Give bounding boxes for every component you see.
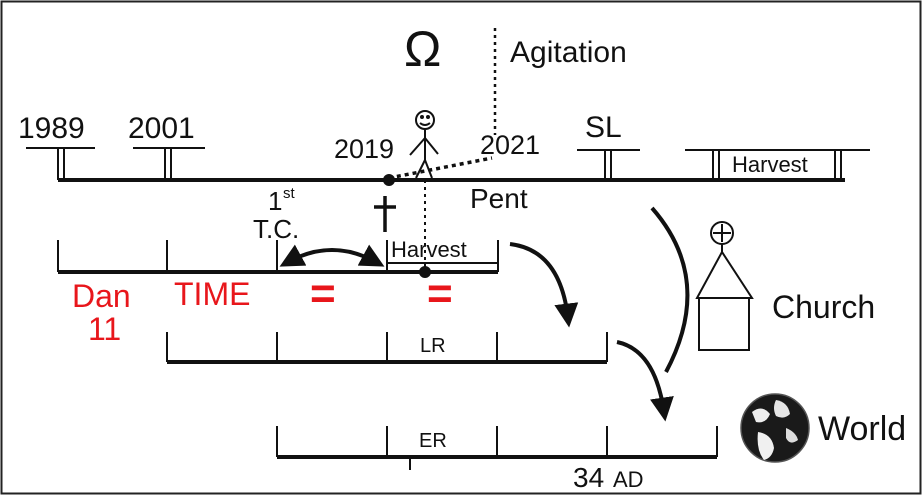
tc-label: T.C. [253,214,299,244]
ad-label: AD [613,467,644,492]
ad-number-label: 34 [573,462,604,493]
marker-harvest-top [685,149,870,180]
curved-arrow-icon-large [650,206,690,373]
first-number: 1 [268,186,282,216]
agitation-label: Agitation [510,36,627,69]
curved-arrow-icon-er [616,340,674,422]
er-label: ER [419,430,447,452]
curved-arrow-icon-lr [509,242,579,328]
year-2019-label: 2019 [334,134,394,164]
double-arrow-icon [279,244,385,267]
sl-label: SL [585,111,622,144]
point-mid [419,266,431,278]
marker-1989 [26,147,95,180]
dotted-link-2019-2021 [388,156,493,180]
year-2021-label: 2021 [480,130,540,160]
church-label: Church [772,289,875,325]
omega-symbol: Ω [404,21,441,77]
equals-1: = [310,269,336,318]
pent-label: Pent [470,183,528,214]
equals-2: = [427,269,453,318]
lr-label: LR [420,335,446,357]
cross-icon [374,196,396,232]
dan-label: Dan [72,278,131,314]
world-label: World [818,410,906,448]
first-superscript: st [283,185,296,202]
harvest-top-label: Harvest [732,152,808,177]
time-label: TIME [174,276,250,312]
lr-timeline [166,332,608,364]
church-icon [695,221,754,351]
point-2019 [383,174,395,186]
marker-sl [577,149,640,180]
stick-figure-icon [409,110,439,179]
year-1989-label: 1989 [18,112,85,145]
er-timeline [276,426,718,470]
globe-icon [740,393,810,463]
marker-2001 [133,147,205,180]
year-2001-label: 2001 [128,112,195,145]
harvest-mid-label: Harvest [391,237,467,262]
eleven-label: 11 [88,311,121,347]
